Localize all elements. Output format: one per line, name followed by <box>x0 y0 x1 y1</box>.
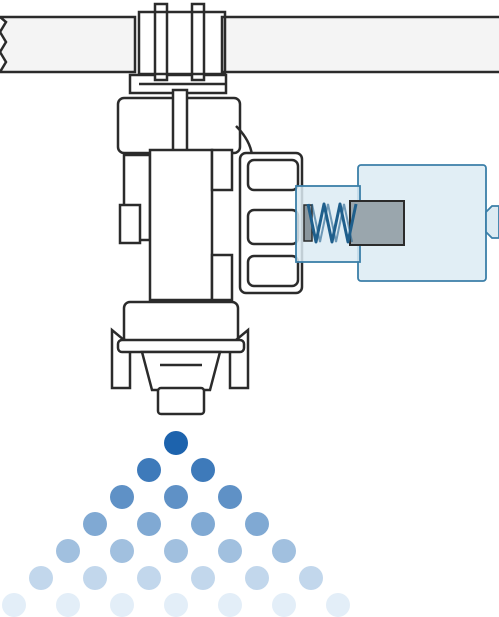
nozzle-tip <box>140 350 222 392</box>
valve-main-column <box>148 148 214 302</box>
spray-droplet <box>164 431 188 455</box>
solenoid-connector <box>485 205 499 239</box>
spray-droplet <box>272 539 296 563</box>
valve-right-shoulder <box>210 148 234 192</box>
pipe-left-section <box>0 15 137 74</box>
spray-droplet <box>299 566 323 590</box>
spray-droplet <box>2 593 26 617</box>
spray-droplet <box>137 566 161 590</box>
spray-droplet <box>56 539 80 563</box>
spray-droplet <box>137 458 161 482</box>
spray-droplet <box>245 512 269 536</box>
spray-droplet <box>110 593 134 617</box>
spray-droplet <box>218 593 242 617</box>
spray-droplet <box>191 566 215 590</box>
spray-droplet <box>245 566 269 590</box>
pipe-right-section <box>220 15 499 74</box>
valve-stem <box>171 88 189 158</box>
pipe-clamp <box>128 2 228 95</box>
spray-droplet <box>326 593 350 617</box>
spray-droplet <box>272 593 296 617</box>
spray-droplet <box>218 539 242 563</box>
spray-droplet <box>164 539 188 563</box>
solenoid-actuator <box>295 164 499 282</box>
spray-droplet <box>191 512 215 536</box>
spray-droplet <box>218 485 242 509</box>
spray-droplet <box>191 458 215 482</box>
spray-droplet <box>29 566 53 590</box>
spray-pattern <box>2 431 350 617</box>
side-port-fitting <box>238 151 304 295</box>
spray-droplet <box>83 512 107 536</box>
plunger <box>349 200 405 246</box>
nozzle-cap <box>110 300 250 416</box>
spray-droplet <box>110 485 134 509</box>
spray-droplet <box>83 566 107 590</box>
spray-droplet <box>56 593 80 617</box>
spray-droplet <box>110 539 134 563</box>
spray-droplet <box>164 593 188 617</box>
pipe <box>0 15 499 74</box>
spray-droplet <box>164 485 188 509</box>
spray-droplet <box>137 512 161 536</box>
spring <box>306 202 358 244</box>
valve-body <box>116 88 254 302</box>
